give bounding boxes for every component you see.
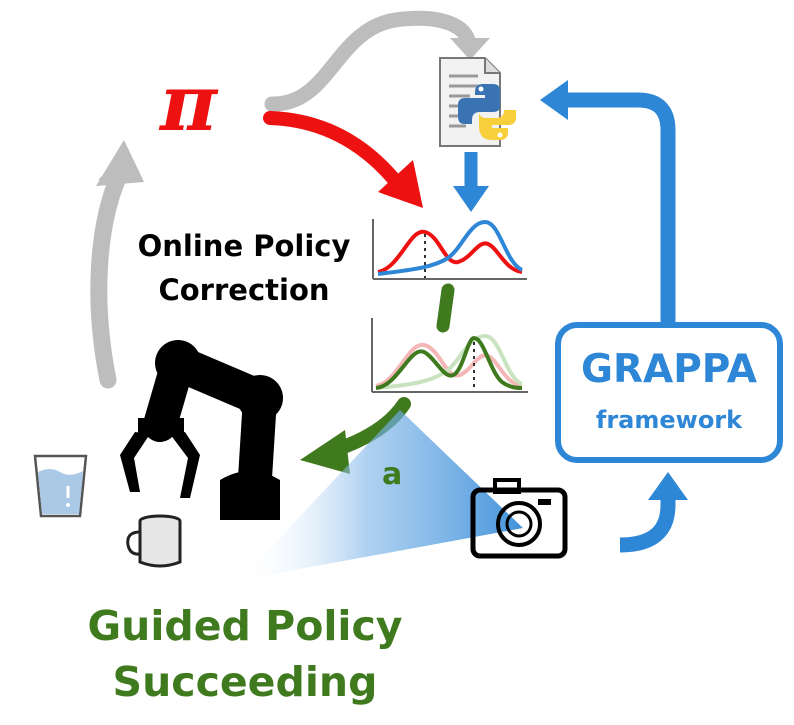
gray-arrow-top	[264, 10, 490, 112]
chart-bottom	[371, 318, 528, 393]
online-correction-line2: Correction	[158, 273, 330, 307]
robot-arm-icon	[120, 340, 283, 520]
grappa-subtitle: framework	[595, 406, 743, 434]
grappa-box: GRAPPA framework	[555, 322, 783, 463]
policy-symbol: π	[160, 58, 218, 149]
water-glass-icon	[33, 454, 88, 518]
blue-arrow-feedback	[540, 80, 676, 322]
online-correction-label: Online Policy Correction	[112, 224, 376, 312]
camera-icon	[470, 478, 568, 559]
guided-line2: Succeeding	[112, 658, 378, 706]
red-arrow	[263, 111, 423, 208]
guided-line1: Guided Policy	[87, 602, 403, 650]
blue-arrow-down	[453, 152, 489, 212]
mug-icon	[126, 514, 182, 568]
action-label: a	[382, 457, 403, 492]
guided-policy-label: Guided Policy Succeeding	[30, 598, 460, 710]
grappa-title: GRAPPA	[581, 347, 757, 392]
camera-view-cone	[240, 410, 523, 580]
green-arrow-middle	[436, 283, 455, 333]
online-correction-line1: Online Policy	[137, 229, 351, 263]
blue-arrow-camera	[619, 472, 688, 553]
green-arrow-action	[300, 397, 411, 474]
gray-arrow-left	[90, 140, 144, 389]
python-file-icon	[439, 57, 516, 147]
chart-top	[372, 219, 527, 280]
